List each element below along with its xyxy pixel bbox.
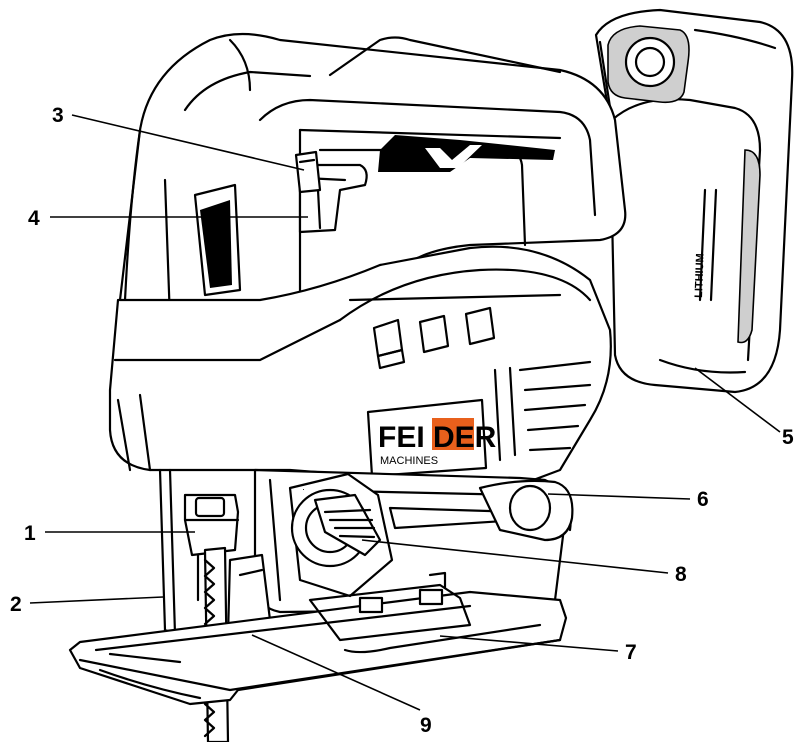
lock-on-button [294,150,322,194]
motor-housing [108,245,612,487]
blade-guard [158,468,182,640]
brand-name-accent: DER [433,421,497,454]
brand-name-black: FEI [378,421,425,454]
leader-lines [29,114,781,711]
callout-labels: 1 2 3 4 5 6 7 8 9 [10,104,794,737]
brand-badge: FEI DER MACHINES [366,398,497,478]
leader-9 [251,634,421,711]
leader-2 [29,596,164,604]
callout-2: 2 [10,593,22,616]
leader-6 [547,493,691,500]
callout-6: 6 [697,488,709,511]
callout-8: 8 [675,563,687,586]
callout-3: 3 [52,104,64,127]
leader-7 [439,635,619,652]
dust-port [478,479,574,542]
svg-text:·: · [302,484,305,494]
battery-label: LITHIUM [693,253,707,298]
handle [118,32,627,322]
callout-5: 5 [782,426,794,449]
battery-pack: LITHIUM [594,8,794,394]
leader-5 [694,367,781,433]
callout-4: 4 [28,207,40,230]
callout-1: 1 [24,522,36,545]
callout-9: 9 [420,714,432,737]
leader-3 [71,114,305,171]
leader-8 [361,539,669,574]
brand-sub: MACHINES [380,455,438,467]
base-plate [68,571,568,706]
callout-7: 7 [625,641,637,664]
brand-accent [432,418,474,450]
